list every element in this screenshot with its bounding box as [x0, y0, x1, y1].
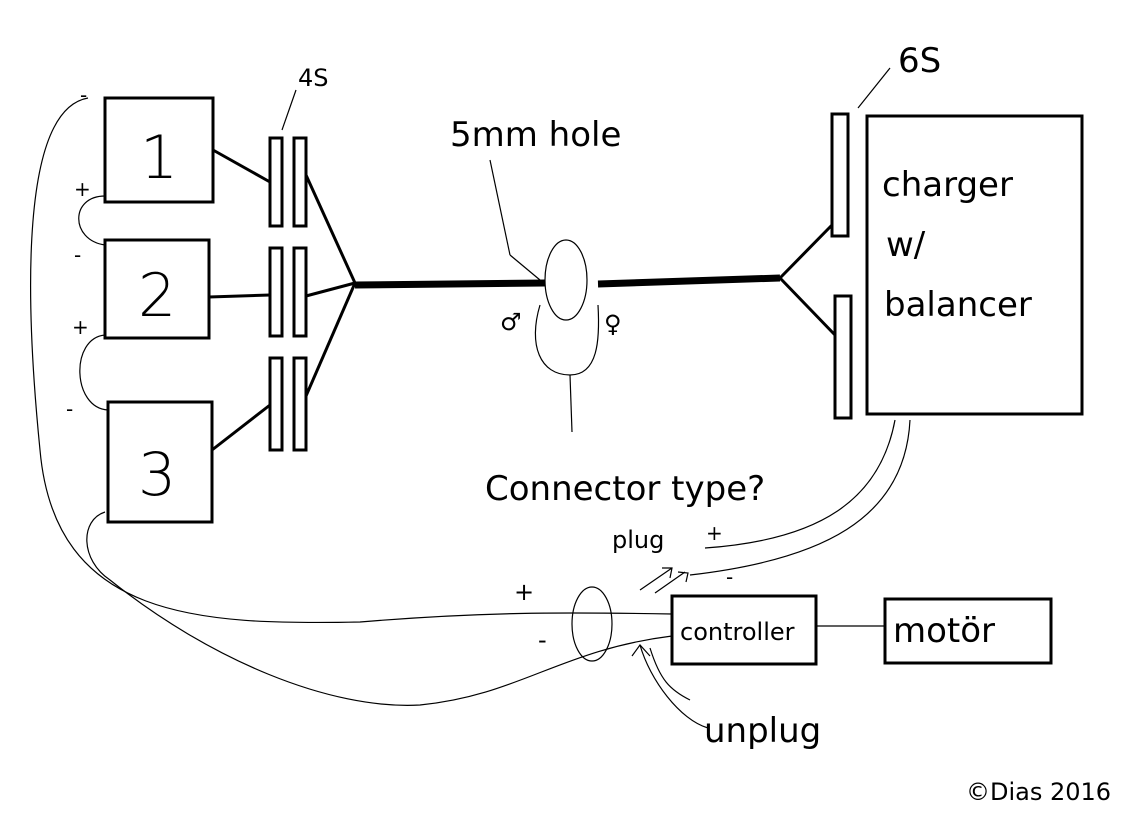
main-minus-mark: -	[538, 626, 547, 654]
charger-line-3: balancer	[884, 285, 1032, 325]
controller-box: controller	[670, 594, 818, 666]
male-symbol: ♂	[500, 308, 522, 336]
connector-6s-label: 6S	[898, 41, 941, 81]
copyright-text: ©Dias 2016	[966, 778, 1111, 806]
connector-4s-label: 4S	[298, 64, 329, 92]
motor-label: motör	[893, 611, 995, 651]
charger-line-1: charger	[882, 165, 1013, 205]
charger-box: charger w/ balancer	[865, 114, 1084, 416]
plug-label: plug	[612, 526, 664, 554]
connector-6s: 6S	[830, 41, 941, 420]
hole-connector: 5mm hole ♂ ♀ Connector type?	[450, 115, 781, 509]
unplug-label: unplug	[704, 711, 821, 751]
controller-label: controller	[680, 618, 795, 646]
charger-line-2: w/	[886, 225, 926, 265]
cell-3: 3	[106, 400, 214, 524]
motor-box: motör	[883, 597, 1053, 665]
main-power-leads: + - unplug	[30, 97, 821, 751]
plus-mark-1: +	[74, 177, 91, 201]
main-plus-mark: +	[514, 578, 534, 606]
cell-1-label: 1	[140, 123, 178, 193]
charger-plus-mark: +	[706, 521, 723, 545]
connector-4s: 4S	[268, 64, 329, 452]
fan-in-left	[304, 174, 546, 397]
connector-question: Connector type?	[485, 469, 765, 509]
minus-mark-top: -	[80, 83, 87, 107]
hole-label: 5mm hole	[450, 115, 621, 155]
plus-mark-2: +	[72, 315, 89, 339]
female-symbol: ♀	[604, 310, 622, 338]
minus-mark-2: -	[66, 397, 73, 421]
series-links: + - + - -	[66, 83, 109, 421]
balance-leads	[208, 148, 271, 452]
cell-3-label: 3	[138, 440, 176, 510]
minus-mark-1: -	[74, 243, 81, 267]
cell-2: 2	[103, 238, 211, 340]
cell-1: 1	[103, 96, 215, 204]
fan-out-right	[778, 223, 837, 337]
cell-2-label: 2	[138, 261, 176, 331]
charger-leads: + - plug	[612, 419, 911, 594]
charger-minus-mark: -	[726, 565, 733, 589]
